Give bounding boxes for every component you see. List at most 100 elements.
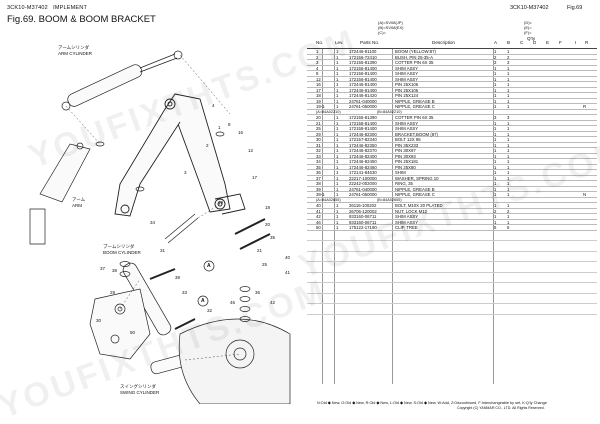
callout-number: 41 [285, 270, 291, 275]
blank-row [307, 294, 597, 304]
cell-no: 37 [316, 175, 321, 181]
cell-q2: 5 [507, 225, 510, 230]
frame-drawing [178, 318, 291, 404]
cell-desc: NIPPLE, GREASE C [395, 104, 435, 109]
cell-no: 35 [316, 164, 321, 170]
cell-lev: 1 [336, 60, 339, 65]
arm-cylinder-drawing [61, 50, 183, 111]
cell-q2: 1 [507, 87, 510, 93]
cell-part: 24761-040000 [349, 186, 377, 192]
change-legend: N:Old ◆ New, O:Old ◆ New, R:Old ◆ New, L… [317, 401, 547, 405]
column-divider [493, 49, 494, 384]
cell-lev: 1 [336, 159, 339, 164]
cell-q1: 1 [494, 126, 497, 131]
callout-a-label-1: A [207, 263, 211, 269]
cell-no: 31 [316, 142, 321, 148]
cell-lev: 1 [336, 49, 339, 54]
figure-number: Fig.69 [567, 5, 583, 11]
cell-part: 172446-81400 [349, 87, 377, 93]
cell-no: 41 [316, 208, 321, 214]
cell-desc: SHIM ASSY [395, 71, 419, 76]
cell-part: 22242-002000 [349, 181, 377, 186]
cell-desc: PIN 30X97 [395, 148, 416, 153]
col-no: No. [316, 40, 324, 45]
cell-q1: 3 [494, 60, 497, 65]
cell-part: 22217-100000 [349, 175, 377, 181]
cell-q2: 1 [507, 120, 510, 126]
blank-row [307, 252, 597, 262]
cell-lev: 1 [336, 115, 339, 120]
cell-part: 175122-17190 [349, 225, 377, 230]
blank-row [307, 283, 597, 294]
cell-desc: PIN 25X181 [395, 159, 419, 164]
cell-lev: 1 [336, 181, 339, 186]
blank-row [307, 304, 597, 315]
cell-desc: COTTER PIN 6X 35 [395, 60, 434, 65]
cell-lev: 1 [336, 98, 339, 104]
cell-no: 2 [316, 54, 319, 60]
blank-rows [307, 231, 597, 315]
cell-q1: 1 [494, 186, 497, 192]
column-divider [392, 49, 393, 384]
cell-q1: 1 [494, 49, 497, 54]
cell-q1: 1 [494, 203, 497, 208]
cell-q1: 1 [494, 104, 497, 109]
column-divider [334, 49, 335, 384]
cell-q2: 1 [507, 170, 510, 175]
cell-part: 172446-82400 [349, 153, 377, 159]
cell-desc: SHIM [395, 170, 406, 175]
callout-number: 40 [285, 255, 291, 260]
cell-part: 24761-050000 [349, 104, 377, 109]
cell-desc: PIN 25X106 [395, 82, 419, 87]
callout-number: 50 [130, 330, 136, 335]
cell-q1: 1 [494, 93, 497, 98]
cell-lev: 1 [336, 137, 339, 142]
boom-cylinder-label: ブームシリンダ BOOM CYLINDER [103, 244, 141, 255]
cell-q1: 3 [494, 115, 497, 120]
cell-q1: 1 [494, 148, 497, 153]
doc-code-right: 3CK10-M37402 [510, 5, 549, 11]
cell-q1: 1 [494, 192, 497, 197]
cell-q2: 1 [507, 98, 510, 104]
cell-no: 17 [316, 87, 321, 93]
callout-number: 36 [255, 290, 261, 295]
cell-q2: 1 [507, 181, 510, 186]
cell-lev: 1 [336, 142, 339, 148]
model-notes: (A)=SV08(JP) (B)=SV08(EX) (C)= [378, 20, 403, 35]
callout-number: 42 [270, 300, 276, 305]
exploded-parts-diagram [0, 34, 300, 404]
cell-q2: 1 [507, 137, 510, 142]
cell-q1: 1 [494, 175, 497, 181]
cell-lev: 1 [336, 192, 339, 197]
cell-q1: 1 [494, 131, 497, 137]
cell-desc: PIN 35X233 [395, 142, 419, 148]
cell-desc: CLIP, TREE [395, 225, 418, 230]
callout-number: 4 [212, 103, 215, 108]
cell-q2: 1 [507, 164, 510, 170]
cell-q1: 1 [494, 65, 497, 71]
cell-desc: BOOM (YELLOW:87) [395, 49, 436, 54]
callout-number: 20 [265, 222, 271, 227]
cell-q1: 1 [494, 87, 497, 93]
cell-q2: 1 [507, 192, 510, 197]
blank-row [307, 231, 597, 241]
cell-desc: SHIM ASSY [395, 76, 419, 82]
cell-no: 8 [316, 71, 319, 76]
cell-desc: NUT, LOCK M12 [395, 208, 427, 214]
cell-lev: 1 [336, 131, 339, 137]
cell-part: 24761-050000 [349, 192, 377, 197]
